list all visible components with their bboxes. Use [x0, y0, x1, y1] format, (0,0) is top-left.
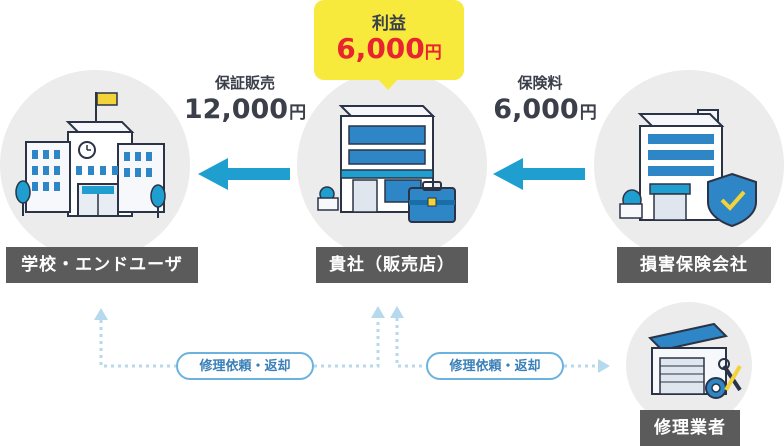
- profit-callout: [314, 0, 464, 80]
- profit-caption: 利益: [372, 14, 406, 34]
- school-label: 学校・エンドユーザ: [6, 247, 198, 283]
- warranty-sale-caption: 保証販売: [214, 74, 275, 92]
- premium-value: 6,000: [493, 94, 579, 125]
- repair-request-pill-right: 修理依頼・返却: [426, 352, 564, 380]
- insurer-label: 損害保険会社: [617, 247, 771, 283]
- insurance-company-icon: [619, 109, 757, 228]
- repair-label: 修理業者: [640, 410, 740, 446]
- profit-value: 6,000: [336, 32, 425, 65]
- premium-unit: 円: [579, 103, 597, 123]
- warranty-sale-value: 12,000: [183, 94, 289, 125]
- profit-amount: 6,000円: [314, 32, 464, 65]
- company-store-icon: [317, 105, 456, 223]
- profit-unit: 円: [424, 43, 442, 63]
- premium-caption: 保険料: [517, 74, 563, 92]
- premium-amount: 6,000円: [475, 94, 615, 125]
- repair-request-pill-left: 修理依頼・返却: [176, 352, 314, 380]
- arrow-insurer-to-company: [493, 158, 585, 190]
- profit-callout-tail: [377, 78, 399, 90]
- repair-shop-icon: [647, 322, 742, 399]
- company-label: 貴社（販売店）: [316, 247, 468, 283]
- arrow-company-to-school: [198, 158, 290, 190]
- school-building-icon: [15, 92, 166, 218]
- warranty-sale-amount: 12,000円: [170, 94, 320, 125]
- warranty-sale-unit: 円: [289, 103, 307, 123]
